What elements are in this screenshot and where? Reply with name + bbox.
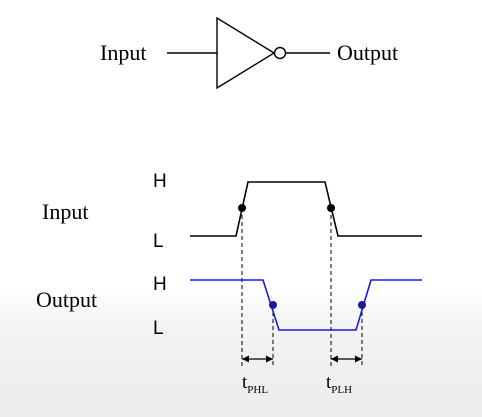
output-high-level-label: H xyxy=(153,274,167,295)
tplh-subscript: PLH xyxy=(331,384,352,396)
gate-output-label: Output xyxy=(337,40,398,65)
inverter-gate: Input Output xyxy=(100,16,398,90)
inversion-bubble xyxy=(273,46,287,60)
tphl-subscript: PHL xyxy=(247,384,268,396)
output-waveform xyxy=(190,279,422,331)
tplh-base: t xyxy=(326,372,332,393)
output-rise-midpoint-dot xyxy=(358,301,366,309)
input-low-level-label: L xyxy=(153,231,164,252)
timing-output-label: Output xyxy=(36,287,97,312)
tphl-base: t xyxy=(242,372,248,393)
gate-input-label: Input xyxy=(100,40,146,65)
output-fall-midpoint-dot xyxy=(269,301,277,309)
input-rise-midpoint-dot xyxy=(238,204,246,212)
output-low-level-label: L xyxy=(153,318,164,339)
timing-input-label: Input xyxy=(42,199,88,224)
input-waveform xyxy=(190,181,422,237)
timing-guides xyxy=(241,208,363,366)
tphl-label: tPHL xyxy=(242,372,268,396)
input-fall-midpoint-dot xyxy=(327,204,335,212)
tplh-label: tPLH xyxy=(326,372,352,396)
input-high-level-label: H xyxy=(153,171,167,192)
gate-triangle xyxy=(216,16,276,90)
